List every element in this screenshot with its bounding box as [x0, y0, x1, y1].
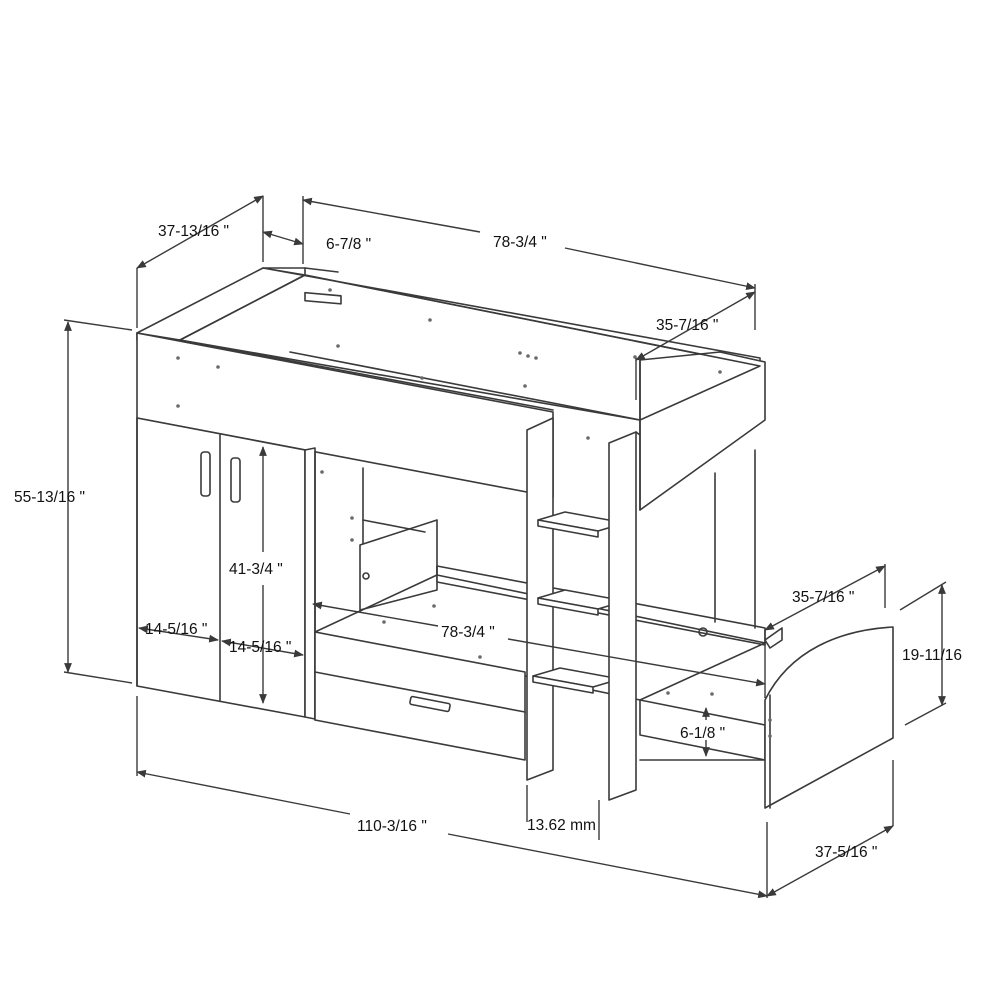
dim-top-bed-width: 35-7/16 " [656, 317, 718, 334]
bunk-bed-drawing [136, 267, 894, 809]
dim-footboard-height: 19-11/16 [902, 647, 962, 664]
dim-ladder-thickness: 13.62 mm [527, 817, 596, 834]
dim-bottom-depth: 37-5/16 " [815, 844, 877, 861]
footboard [764, 626, 894, 809]
door-handle-right [230, 457, 241, 503]
dim-bottom-bed-width: 35-7/16 " [792, 589, 854, 606]
dim-door-width-left: 14-5/16 " [145, 621, 207, 638]
dim-top-offset: 6-7/8 " [326, 236, 371, 253]
door-handle-left [200, 451, 211, 497]
dim-top-depth: 37-13/16 " [158, 223, 229, 240]
ladder [526, 417, 641, 801]
wardrobe [136, 417, 316, 720]
dim-wardrobe-height: 41-3/4 " [229, 561, 283, 578]
dim-door-width-right: 14-5/16 " [229, 639, 291, 656]
drawer-handle [409, 695, 451, 713]
dim-overall-height: 55-13/16 " [14, 489, 85, 506]
dim-top-length: 78-3/4 " [493, 234, 547, 251]
dim-bottom-clearance: 6-1/8 " [680, 725, 725, 742]
dimension-lines [63, 195, 947, 899]
dimension-labels: 37-13/16 " 6-7/8 " 78-3/4 " 35-7/16 " 55… [14, 223, 962, 861]
dim-overall-length: 110-3/16 " [357, 818, 427, 835]
dim-bottom-length: 78-3/4 " [441, 624, 495, 641]
